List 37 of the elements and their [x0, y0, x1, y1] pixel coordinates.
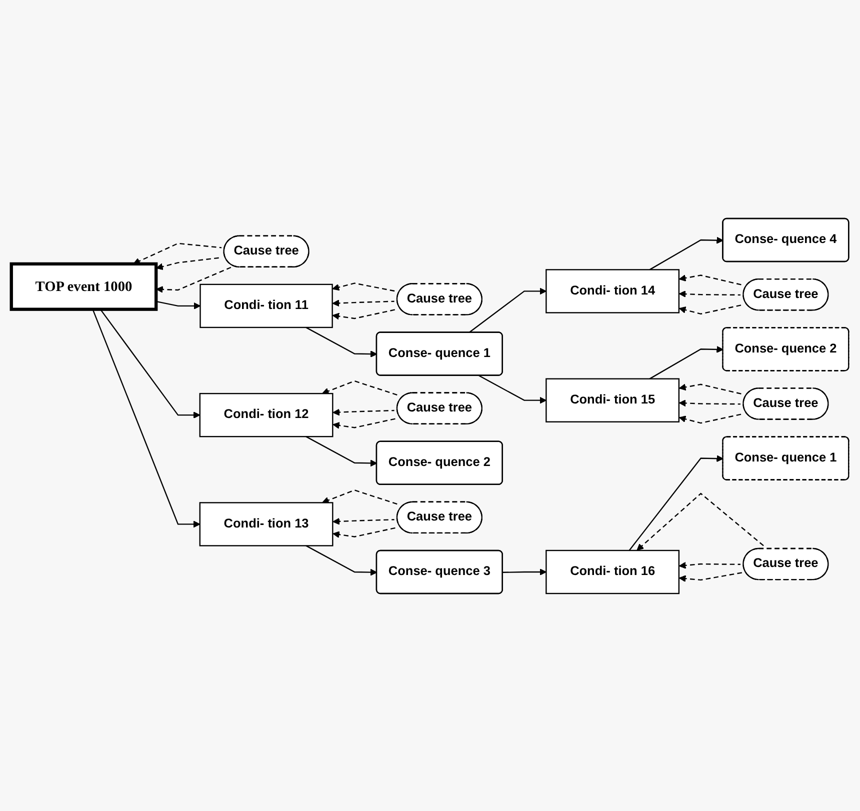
- arrow: [332, 517, 394, 524]
- arrow: [332, 408, 394, 416]
- arrow: [478, 374, 546, 404]
- arrow: [678, 571, 743, 582]
- arrow: [100, 308, 200, 418]
- arrow: [332, 526, 398, 538]
- arrow: [678, 290, 740, 297]
- arrow: [306, 436, 378, 466]
- node-box: Condi- tion 13: [199, 502, 334, 546]
- arrow: [628, 454, 724, 550]
- arrow: [678, 399, 740, 406]
- arrow: [306, 326, 378, 358]
- arrow: [332, 282, 396, 292]
- arrow: [649, 345, 724, 379]
- arrow: [678, 274, 744, 286]
- node-box: Condi- tion 16: [546, 549, 680, 594]
- arrow: [678, 383, 744, 394]
- arrow: [678, 561, 740, 568]
- node-box: Condi- tion 12: [199, 392, 334, 437]
- arrow: [156, 266, 232, 292]
- arrow: [133, 242, 222, 264]
- arrow: [332, 299, 394, 306]
- arrow: [636, 492, 766, 550]
- arrow: [92, 308, 200, 528]
- arrow: [678, 304, 744, 314]
- node-box: TOP event 1000: [10, 262, 158, 310]
- node-box: Condi- tion 15: [546, 378, 680, 422]
- node-box: Condi- tion 14: [546, 268, 680, 313]
- arrow: [678, 412, 744, 424]
- arrow: [649, 236, 724, 270]
- arrow: [332, 308, 398, 320]
- arrow: [502, 568, 546, 575]
- arrow: [306, 544, 378, 576]
- arrow: [332, 417, 398, 428]
- node-box: Condi- tion 11: [200, 283, 333, 328]
- arrow: [156, 300, 201, 309]
- arrow: [468, 287, 546, 333]
